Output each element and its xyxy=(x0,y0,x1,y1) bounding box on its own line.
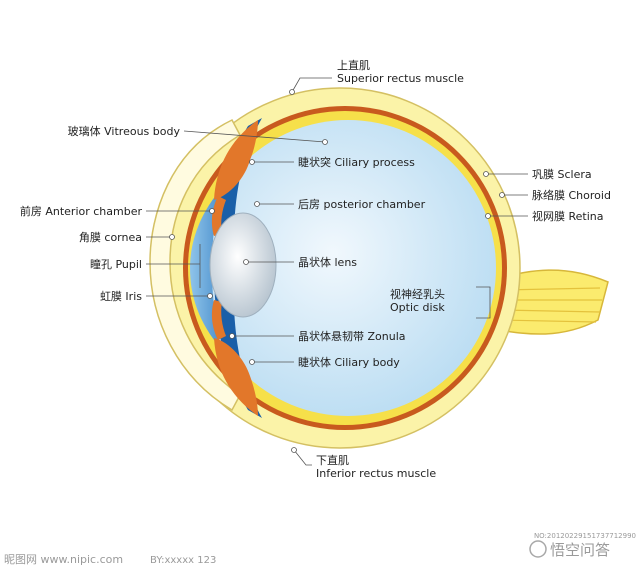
ciliary-body-upper xyxy=(214,120,258,200)
optic-nerve xyxy=(497,269,609,335)
vitreous-body xyxy=(200,120,496,416)
label-lens: 晶状体 lens xyxy=(298,255,357,269)
brand-logo-icon xyxy=(529,540,547,558)
iris-upper xyxy=(211,196,226,236)
brand-watermark: 悟空问答 xyxy=(529,540,610,559)
label-inferior-cn: 下直肌 xyxy=(316,453,349,467)
label-superior-cn: 上直肌 xyxy=(337,58,370,72)
leader-lines xyxy=(146,77,528,466)
watermark-id: BY:xxxxx 123 xyxy=(150,555,216,566)
label-optic-cn: 视神经乳头 xyxy=(390,287,445,301)
label-cornea: 角膜 cornea xyxy=(79,231,142,244)
label-iris: 虹膜 Iris xyxy=(100,290,142,303)
label-sclera: 巩膜 Sclera xyxy=(532,168,592,181)
label-anterior-chamber: 前房 Anterior chamber xyxy=(20,204,143,218)
watermark-code: NO:20120229151737712990 xyxy=(534,532,636,540)
brand-text: 悟空问答 xyxy=(550,541,610,559)
iris-lower xyxy=(211,300,226,340)
label-retina: 视网膜 Retina xyxy=(532,209,604,223)
label-optic-en: Optic disk xyxy=(390,301,445,314)
label-choroid: 脉络膜 Choroid xyxy=(532,188,611,202)
label-ciliary-process: 睫状突 Ciliary process xyxy=(298,155,415,169)
lens xyxy=(209,212,277,318)
label-posterior-chamber: 后房 posterior chamber xyxy=(298,198,426,211)
label-pupil: 瞳孔 Pupil xyxy=(90,257,142,271)
label-superior-en: Superior rectus muscle xyxy=(337,72,464,85)
label-vitreous: 玻璃体 Vitreous body xyxy=(68,124,181,138)
cornea xyxy=(149,119,241,412)
watermark-left: 昵图网 www.nipic.com xyxy=(4,553,123,566)
label-zonula: 晶状体悬韧带 Zonula xyxy=(298,329,406,343)
ciliary-body-lower xyxy=(214,338,258,416)
leader-dots xyxy=(169,89,505,453)
label-ciliary-body: 睫状体 Ciliary body xyxy=(298,355,400,369)
label-inferior-en: Inferior rectus muscle xyxy=(316,467,436,480)
